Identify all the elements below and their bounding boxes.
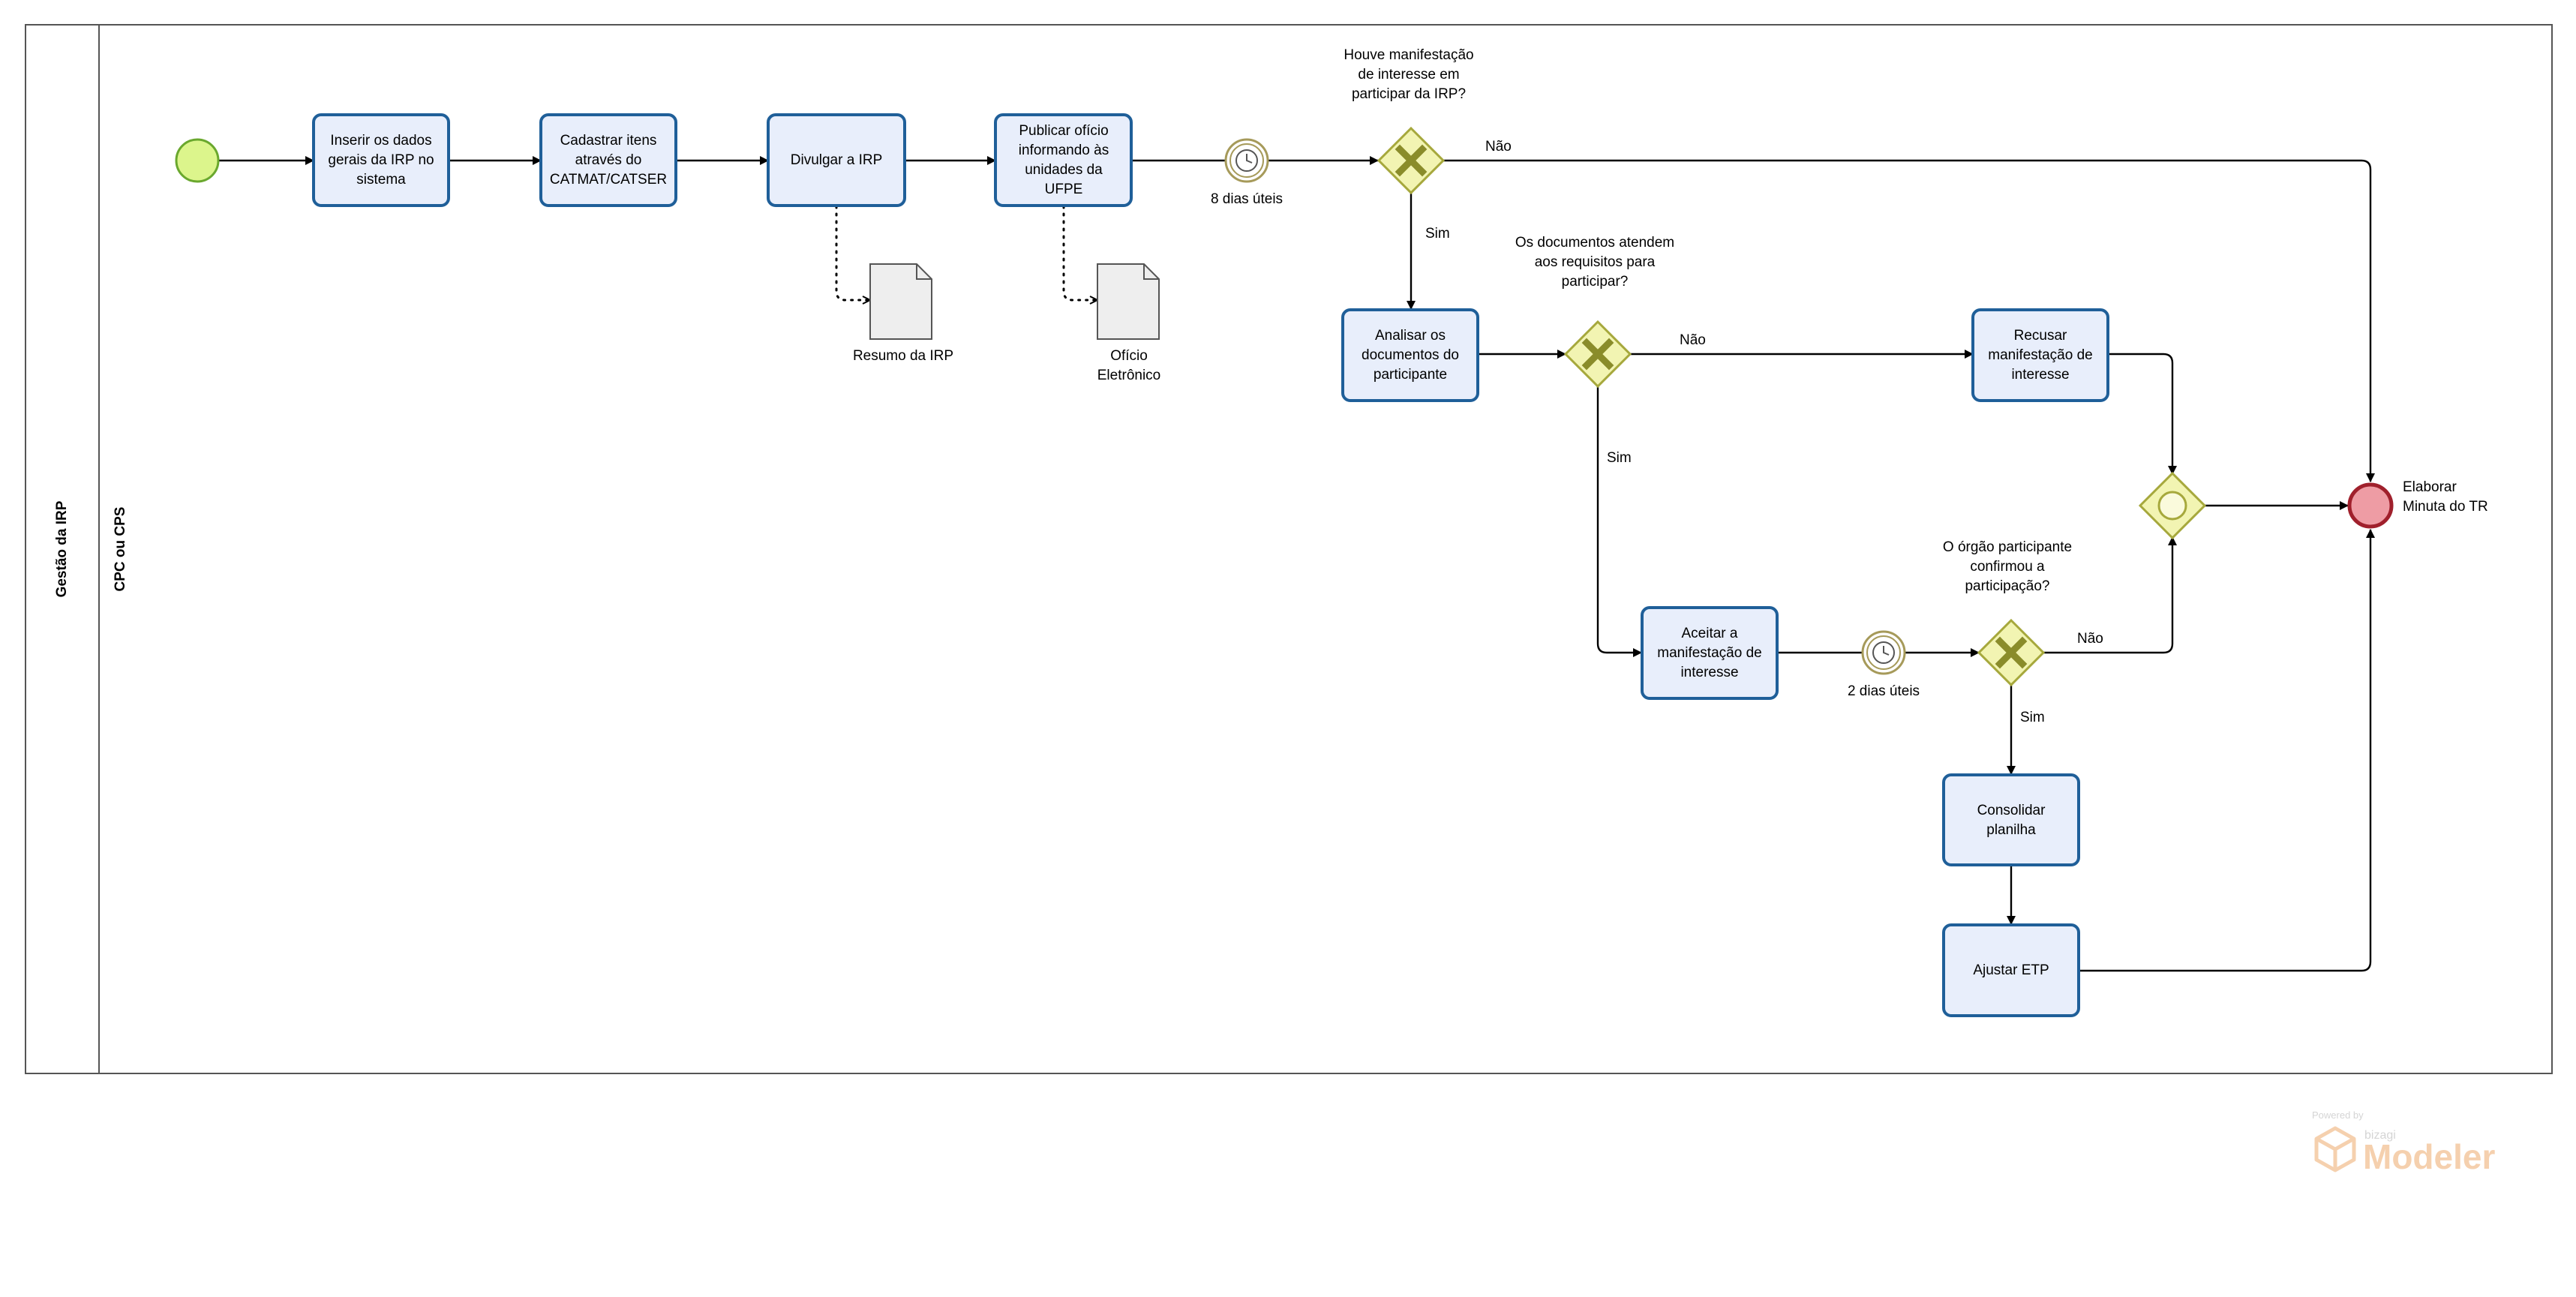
task-divulgar-irp[interactable]: Divulgar a IRP [767, 113, 906, 207]
timer-label: 2 dias úteis [1848, 683, 1920, 699]
flow-g3-no [2043, 536, 2177, 654]
timer-event-2-dias[interactable]: 2 dias úteis [1848, 630, 1920, 699]
flow-label-g2-no: Não [1680, 332, 1706, 348]
bizagi-logo-icon [2314, 1126, 2356, 1172]
flow-t9-end [2079, 529, 2375, 972]
flow-g2-yes [1596, 386, 1642, 657]
start-event[interactable] [175, 138, 220, 183]
task-ajustar-etp[interactable]: Ajustar ETP [1942, 923, 2080, 1017]
flow-label-g3-yes: Sim [2020, 710, 2045, 725]
task-label: Ajustar ETP [1973, 962, 2049, 978]
watermark-powered-by: Powered by [2312, 1109, 2364, 1121]
x-icon [1995, 636, 2028, 669]
data-object-resumo-irp[interactable]: Resumo da IRP [853, 263, 953, 364]
x-icon [1581, 338, 1614, 371]
watermark-brand: bizagi [2364, 1129, 2396, 1142]
lane-label: CPC ou CPS [113, 507, 128, 592]
flow-label-g1-no: Não [1485, 139, 1512, 155]
flow-label-g3-no: Não [2077, 631, 2103, 647]
assoc-t4-doc2 [1062, 205, 1099, 300]
flow-t6-join [2108, 353, 2177, 475]
flow-label-g2-yes: Sim [1607, 450, 1632, 466]
sequence-flows [219, 156, 2375, 972]
associations [835, 205, 1099, 300]
timer-label: 8 dias úteis [1211, 191, 1283, 207]
flow-labels: Não Sim Não Sim Não Sim [1425, 139, 2103, 725]
circle-icon [2157, 491, 2187, 521]
gateway-join[interactable] [2138, 471, 2207, 540]
data-object-label: Resumo da IRP [853, 348, 953, 364]
timer-event-8-dias[interactable]: 8 dias úteis [1211, 138, 1283, 207]
bizagi-watermark: Powered by bizagi Modeler [2312, 1109, 2495, 1176]
flow-g1-no [1443, 159, 2375, 482]
assoc-t3-doc1 [835, 205, 872, 300]
flow-label-g1-yes: Sim [1425, 226, 1450, 242]
pool-label: Gestão da IRP [54, 500, 70, 597]
task-label: Divulgar a IRP [791, 152, 883, 168]
x-icon [1395, 144, 1428, 177]
watermark-product: Modeler [2363, 1137, 2495, 1176]
